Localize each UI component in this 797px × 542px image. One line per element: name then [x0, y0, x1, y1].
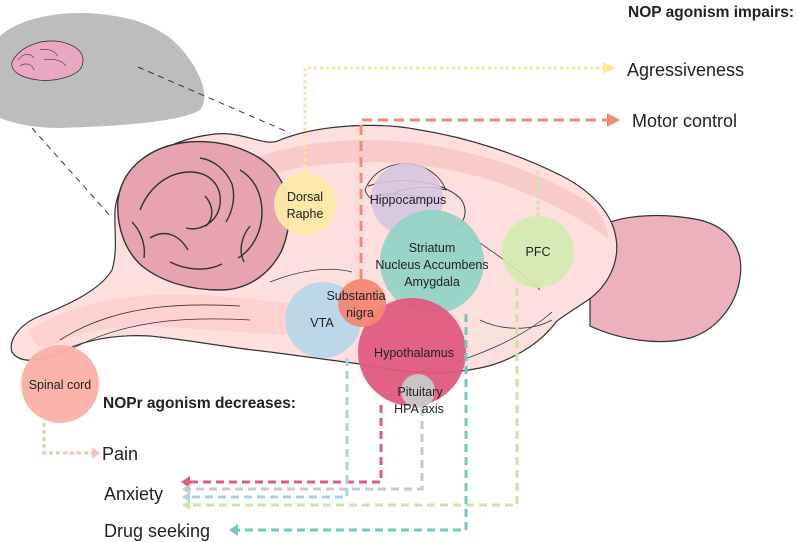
decreases-heading: NOPr agonism decreases: — [103, 395, 296, 412]
pfc-label: PFC — [526, 245, 551, 259]
dorsal-raphe-circle[interactable] — [274, 173, 336, 235]
arrowhead-anxiety-hypothalamus — [181, 476, 190, 488]
cerebellum-folds — [131, 157, 263, 270]
arrowhead-aggressiveness — [603, 62, 616, 74]
outcome-anxiety: Anxiety — [104, 484, 163, 504]
outcome-labels: Agressiveness Motor control Pain Anxiety… — [102, 60, 744, 541]
arrowhead-anxiety-pituitary — [182, 484, 190, 494]
arrowhead-anxiety-vta — [182, 492, 190, 502]
spinal-cord-circle[interactable] — [21, 345, 99, 423]
hypothalamus-circle[interactable] — [358, 298, 466, 406]
outcome-drug-seeking: Drug seeking — [104, 521, 210, 541]
arrow-anxiety-pfc — [188, 288, 519, 507]
striatum-label-line3: Amygdala — [404, 275, 460, 289]
zoom-line-bottom — [31, 127, 113, 219]
substantia-nigra-label-line1: Substantia — [326, 289, 385, 303]
arrow-anxiety-pituitary — [188, 408, 424, 491]
region-labels: Dorsal Raphe Hippocampus Striatum Nucleu… — [29, 190, 551, 416]
hippocampus-label: Hippocampus — [370, 193, 446, 207]
olfactory-bulb — [589, 214, 742, 343]
dorsal-raphe-label-line1: Dorsal — [287, 190, 323, 204]
outcome-aggressiveness: Agressiveness — [627, 60, 744, 80]
dorsal-raphe-label-line2: Raphe — [287, 207, 324, 221]
projection-arrows — [42, 62, 620, 536]
substantia-nigra-label-line2: nigra — [346, 306, 374, 320]
striatum-label-line2: Nucleus Accumbens — [375, 258, 488, 272]
hypothalamus-label: Hypothalamus — [374, 346, 454, 360]
pfc-circle[interactable] — [502, 216, 574, 288]
brain-sagittal — [10, 124, 742, 374]
outcome-motor-control: Motor control — [632, 111, 737, 131]
vta-label: VTA — [310, 316, 334, 330]
cortex-band — [250, 140, 608, 238]
arrow-motor-control — [359, 118, 607, 279]
brainstem — [30, 294, 350, 347]
arrowhead-pain — [92, 447, 100, 459]
arrowhead-motor-control — [607, 113, 620, 127]
arrow-pain — [42, 423, 92, 455]
arrowhead-anxiety-pfc — [182, 500, 190, 510]
spinal-cord-label: Spinal cord — [29, 378, 92, 392]
pituitary-circle[interactable] — [401, 374, 435, 408]
zoom-line-top — [137, 66, 291, 134]
region-circles — [21, 163, 574, 423]
outcome-pain: Pain — [102, 444, 138, 464]
arrow-anxiety-hypothalamus — [188, 405, 383, 484]
mouse-brain-icon — [11, 40, 84, 81]
striatum-circle[interactable] — [380, 210, 484, 314]
impairs-heading: NOP agonism impairs: — [628, 4, 794, 21]
substantia-nigra-circle[interactable] — [338, 279, 386, 327]
arrow-aggressiveness — [303, 66, 603, 173]
pituitary-label-line2: HPA axis — [394, 402, 444, 416]
cerebellum — [117, 140, 290, 291]
arrow-drug-seeking — [236, 314, 468, 532]
arrowhead-drug-seeking — [229, 524, 238, 536]
arrow-anxiety-vta — [188, 358, 349, 499]
mouse-inset — [0, 12, 205, 129]
striatum-label-line1: Striatum — [409, 241, 456, 255]
pituitary-label-line1: Pituitary — [397, 385, 443, 399]
